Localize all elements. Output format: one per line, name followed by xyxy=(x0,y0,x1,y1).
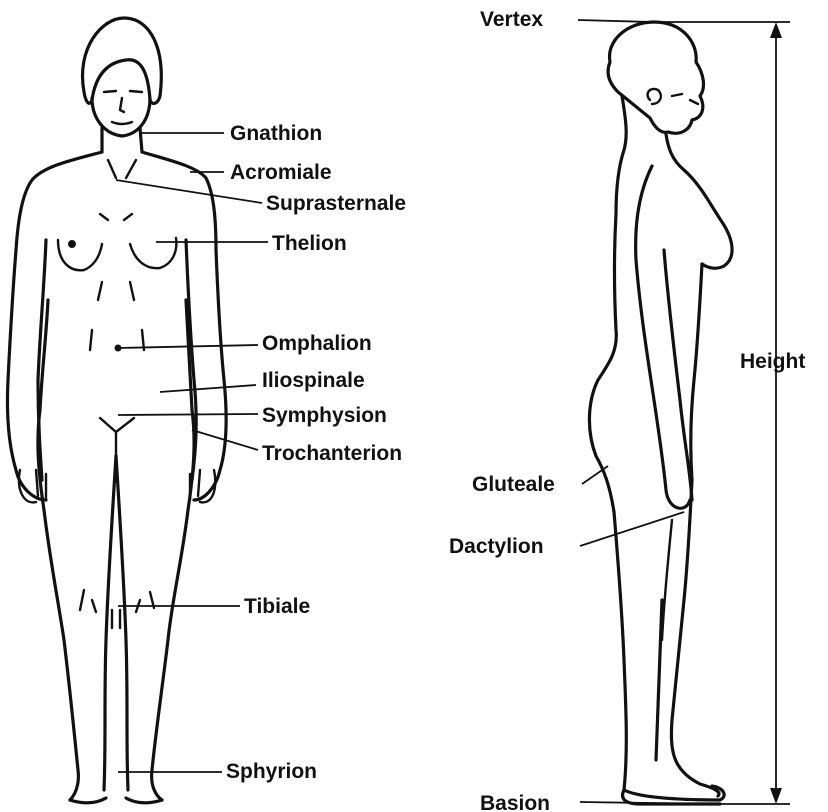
front-view-figure xyxy=(7,18,226,803)
label-gluteale: Gluteale xyxy=(472,473,555,496)
label-thelion: Thelion xyxy=(272,232,347,255)
side-view-figure xyxy=(589,22,732,804)
height-arrow-bottom xyxy=(770,788,782,804)
label-height: Height xyxy=(740,350,805,373)
height-arrow-top xyxy=(770,22,782,38)
front-view-leaders xyxy=(115,133,269,772)
label-tibiale: Tibiale xyxy=(244,595,310,618)
label-basion: Basion xyxy=(480,792,550,812)
label-trochanterion: Trochanterion xyxy=(262,442,402,465)
label-omphalion: Omphalion xyxy=(262,332,372,355)
label-vertex: Vertex xyxy=(480,8,543,31)
front-view-labels: Gnathion Acromiale Suprasternale Thelion… xyxy=(226,122,406,783)
label-gnathion: Gnathion xyxy=(230,122,322,145)
label-iliospinale: Iliospinale xyxy=(262,369,365,392)
label-acromiale: Acromiale xyxy=(230,161,332,184)
label-dactylion: Dactylion xyxy=(449,535,544,558)
label-suprasternale: Suprasternale xyxy=(266,192,406,215)
side-view-leaders xyxy=(578,20,790,804)
label-symphysion: Symphysion xyxy=(262,404,387,427)
label-sphyrion: Sphyrion xyxy=(226,760,317,783)
